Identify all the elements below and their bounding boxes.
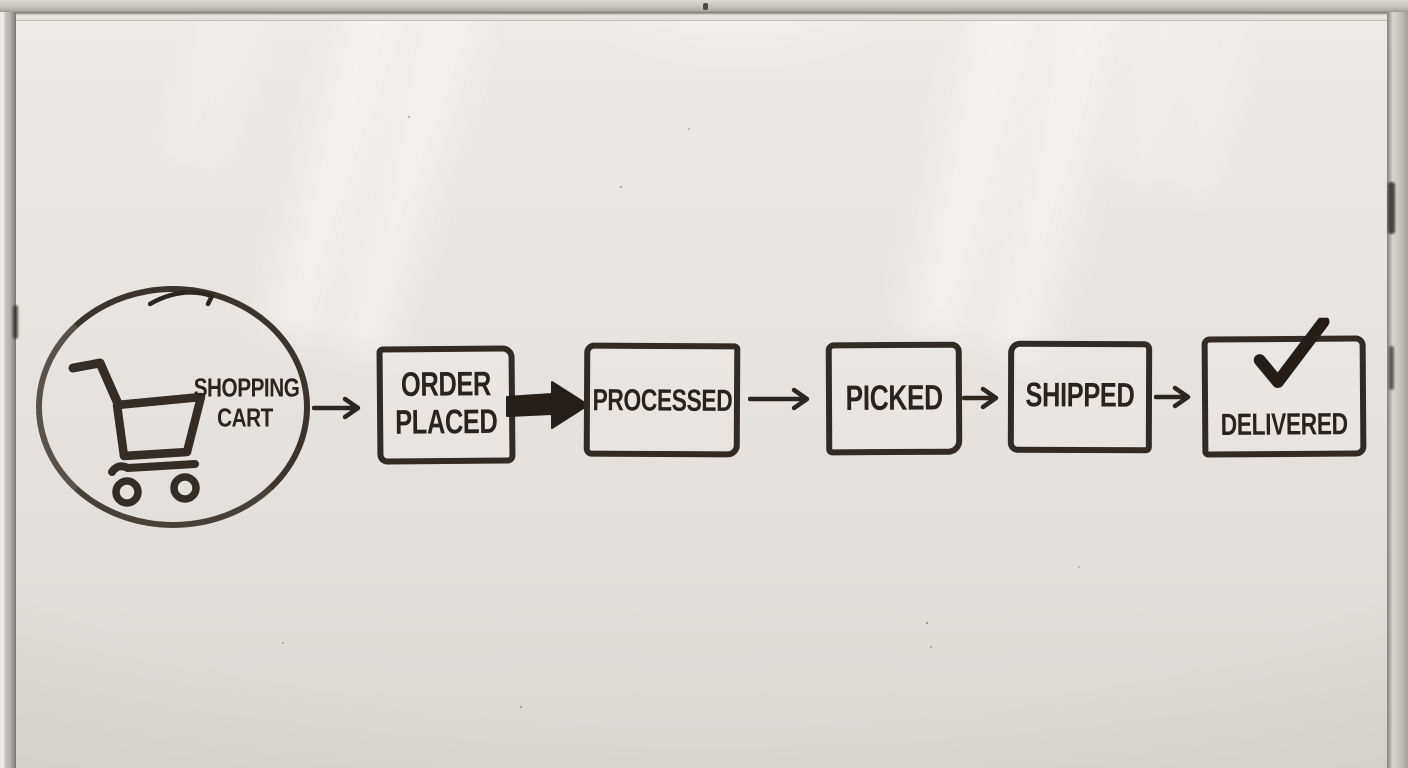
node-label-processed: PROCESSED xyxy=(592,381,732,418)
rail-shadow-line xyxy=(0,12,1408,15)
whiteboard-right-frame xyxy=(1387,12,1408,768)
node-delivered: DELIVERED xyxy=(1201,317,1367,458)
shopping-cart-icon xyxy=(68,358,206,507)
light-reflection xyxy=(1101,0,1269,200)
arrow-order-placed-to-processed xyxy=(506,381,589,429)
node-processed: PROCESSED xyxy=(583,342,741,458)
check-icon xyxy=(1253,317,1330,389)
node-shipped: SHIPPED xyxy=(1007,340,1153,454)
arrow-shipped-to-delivered xyxy=(1154,385,1191,409)
light-reflection xyxy=(248,0,504,365)
node-label-delivered: DELIVERED xyxy=(1220,406,1348,443)
node-picked: PICKED xyxy=(825,341,963,456)
light-reflection xyxy=(884,0,1148,366)
whiteboard-left-frame xyxy=(0,12,16,768)
node-label-shopping-cart: SHOPPING CART xyxy=(193,372,300,433)
marker-smudge xyxy=(1389,346,1394,390)
node-label-shipped: SHIPPED xyxy=(1025,376,1135,415)
node-shopping-cart: SHOPPING CART xyxy=(36,286,310,528)
arrow-picked-to-shipped xyxy=(962,386,999,410)
node-order-placed: ORDER PLACED xyxy=(376,345,516,465)
node-label-picked: PICKED xyxy=(845,378,943,419)
circle-stroke-tail xyxy=(148,290,215,307)
rail-lower-band xyxy=(0,15,1408,21)
rail-screw xyxy=(703,3,708,10)
marker-smudge xyxy=(1388,182,1395,234)
node-label-order-placed: ORDER PLACED xyxy=(394,365,498,443)
arrow-processed-to-picked xyxy=(748,387,810,411)
light-reflection xyxy=(154,0,278,178)
arrow-shopping-cart-to-order-placed xyxy=(312,396,361,420)
marker-smudge xyxy=(13,305,18,339)
